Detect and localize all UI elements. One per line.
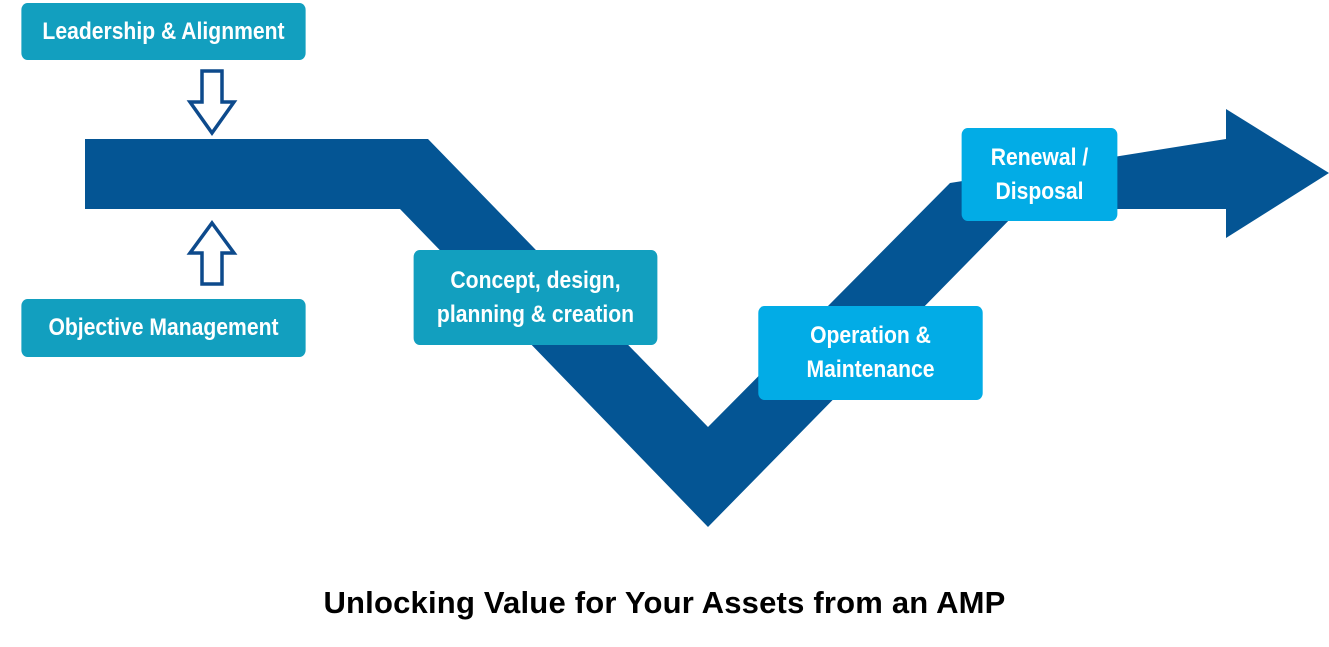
diagram-caption: Unlocking Value for Your Assets from an … <box>323 585 1006 620</box>
operation-maintenance-label: Operation & Maintenance <box>806 322 935 383</box>
up-arrow-icon <box>186 220 238 286</box>
leadership-alignment-label: Leadership & Alignment <box>42 17 285 45</box>
leadership-alignment-box: Leadership & Alignment <box>21 3 306 60</box>
renewal-disposal-label: Renewal / Disposal <box>990 143 1089 205</box>
objective-management-label: Objective Management <box>48 314 279 341</box>
renewal-disposal-box: Renewal / Disposal <box>961 128 1118 221</box>
concept-design-label: Concept, design, planning & creation <box>436 266 635 328</box>
concept-design-box: Concept, design, planning & creation <box>413 250 658 345</box>
operation-maintenance-box: Operation & Maintenance <box>758 306 983 400</box>
objective-management-box: Objective Management <box>21 299 306 357</box>
down-arrow-icon <box>186 69 238 137</box>
lifecycle-path-arrow <box>85 109 1329 527</box>
